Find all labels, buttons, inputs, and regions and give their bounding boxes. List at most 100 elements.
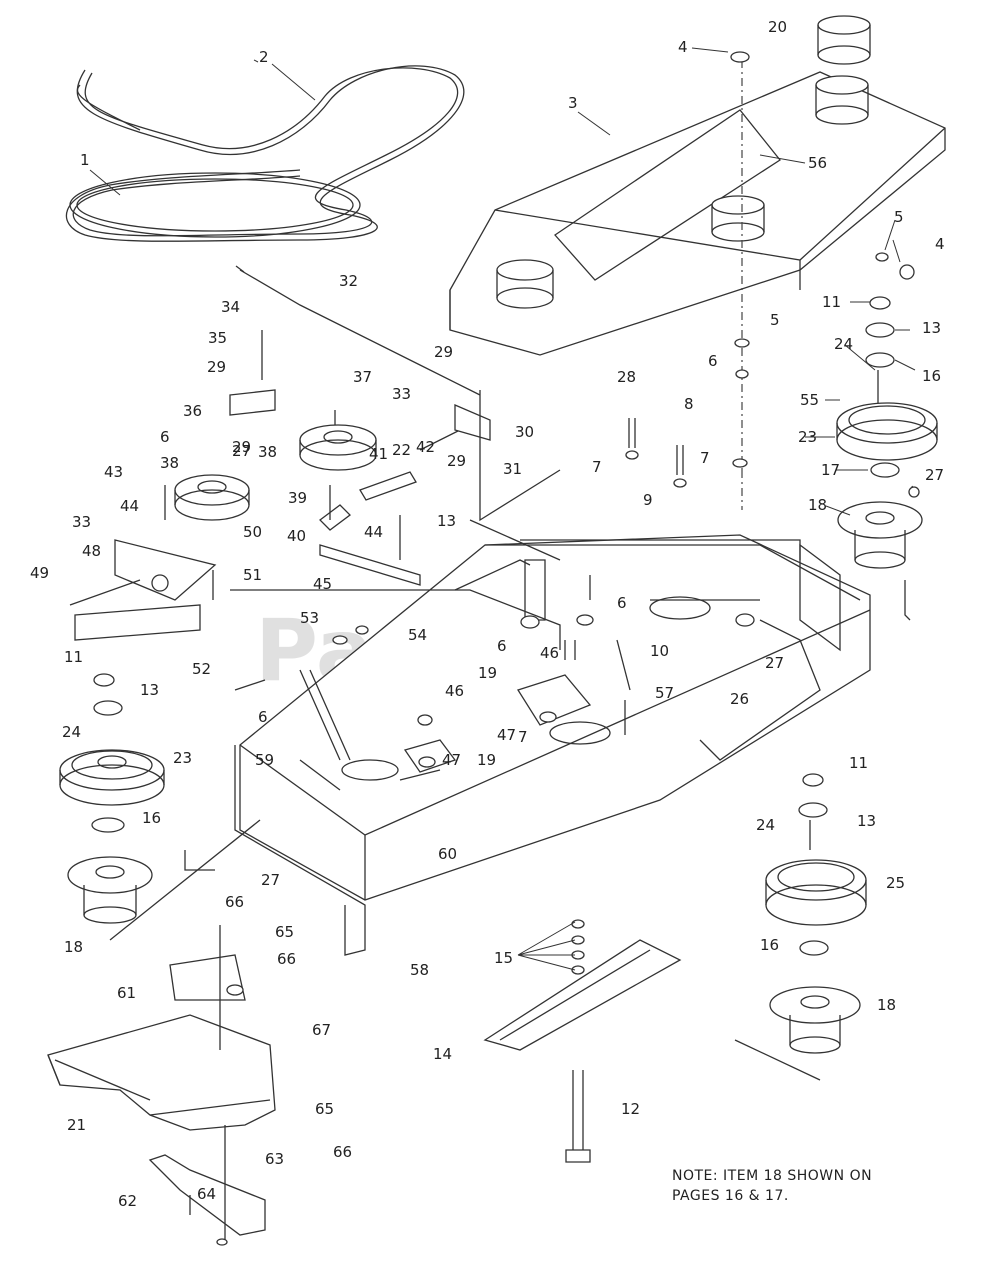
deck-cover: [449, 15, 946, 356]
center-hardware: [234, 51, 915, 773]
label-60: 60: [438, 845, 457, 863]
label-23: 23: [173, 749, 192, 767]
label-1: 1: [80, 151, 90, 169]
label-8: 8: [684, 395, 694, 413]
label-65: 65: [315, 1100, 334, 1118]
label-20: 20: [768, 18, 787, 36]
label-6: 6: [258, 708, 268, 726]
label-5: 5: [894, 208, 904, 226]
label-4: 4: [678, 38, 688, 56]
label-59: 59: [255, 751, 274, 769]
label-23: 23: [798, 428, 817, 446]
discharge-chute: [47, 925, 276, 1246]
label-61: 61: [117, 984, 136, 1002]
blade: [483, 919, 821, 1163]
label-49: 49: [30, 564, 49, 582]
label-3: 3: [568, 94, 578, 112]
label-47: 47: [497, 726, 516, 744]
label-6: 6: [708, 352, 718, 370]
label-18: 18: [64, 938, 83, 956]
label-55: 55: [800, 391, 819, 409]
label-38: 38: [258, 443, 277, 461]
label-53: 53: [300, 609, 319, 627]
label-28: 28: [617, 368, 636, 386]
label-24: 24: [834, 335, 853, 353]
label-48: 48: [82, 542, 101, 560]
label-65: 65: [275, 923, 294, 941]
label-46: 46: [445, 682, 464, 700]
label-62: 62: [118, 1192, 137, 1210]
label-16: 16: [922, 367, 941, 385]
label-27: 27: [232, 442, 251, 460]
label-39: 39: [288, 489, 307, 507]
label-24: 24: [62, 723, 81, 741]
label-26: 26: [730, 690, 749, 708]
label-44: 44: [364, 523, 383, 541]
label-46: 46: [540, 644, 559, 662]
label-54: 54: [408, 626, 427, 644]
label-11: 11: [64, 648, 83, 666]
label-21: 21: [67, 1116, 86, 1134]
note: NOTE: ITEM 18 SHOWN ON PAGES 16 & 17.: [672, 1168, 872, 1204]
label-27: 27: [261, 871, 280, 889]
label-66: 66: [333, 1143, 352, 1161]
right-lower-spindle: [765, 773, 867, 1054]
label-63: 63: [265, 1150, 284, 1168]
label-44: 44: [120, 497, 139, 515]
label-64: 64: [197, 1185, 216, 1203]
label-31: 31: [503, 460, 522, 478]
label-6: 6: [617, 594, 627, 612]
label-10: 10: [650, 642, 669, 660]
label-35: 35: [208, 329, 227, 347]
label-37: 37: [353, 368, 372, 386]
label-41: 41: [369, 445, 388, 463]
label-18: 18: [877, 996, 896, 1014]
label-43: 43: [104, 463, 123, 481]
label-24: 24: [756, 816, 775, 834]
label-27: 27: [925, 466, 944, 484]
label-16: 16: [142, 809, 161, 827]
label-36: 36: [183, 402, 202, 420]
label-42: 42: [416, 438, 435, 456]
leader-lines: [89, 47, 916, 516]
label-7: 7: [518, 728, 528, 746]
label-38: 38: [160, 454, 179, 472]
label-6: 6: [497, 637, 507, 655]
label-67: 67: [312, 1021, 331, 1039]
belts: [65, 65, 465, 242]
label-19: 19: [478, 664, 497, 682]
right-upper-spindle: [836, 296, 938, 569]
label-47: 47: [442, 751, 461, 769]
label-12: 12: [621, 1100, 640, 1118]
label-29: 29: [447, 452, 466, 470]
label-45: 45: [313, 575, 332, 593]
label-30: 30: [515, 423, 534, 441]
label-16: 16: [760, 936, 779, 954]
label-15: 15: [494, 949, 513, 967]
left-spindle: [59, 673, 165, 924]
note-line-2: PAGES 16 & 17.: [672, 1188, 789, 1204]
idler-assembly: [69, 265, 561, 606]
label-66: 66: [277, 950, 296, 968]
label-9: 9: [643, 491, 653, 509]
label-13: 13: [140, 681, 159, 699]
label-57: 57: [655, 684, 674, 702]
label-14: 14: [433, 1045, 452, 1063]
label-11: 11: [822, 293, 841, 311]
label-2: 2: [259, 48, 269, 66]
label-51: 51: [243, 566, 262, 584]
label-34: 34: [221, 298, 240, 316]
label-17: 17: [821, 461, 840, 479]
label-11: 11: [849, 754, 868, 772]
label-32: 32: [339, 272, 358, 290]
label-33: 33: [392, 385, 411, 403]
label-58: 58: [410, 961, 429, 979]
label-56: 56: [808, 154, 827, 172]
label-13: 13: [437, 512, 456, 530]
label-18: 18: [808, 496, 827, 514]
label-29: 29: [207, 358, 226, 376]
label-4: 4: [935, 235, 945, 253]
label-5: 5: [770, 311, 780, 329]
label-7: 7: [592, 458, 602, 476]
